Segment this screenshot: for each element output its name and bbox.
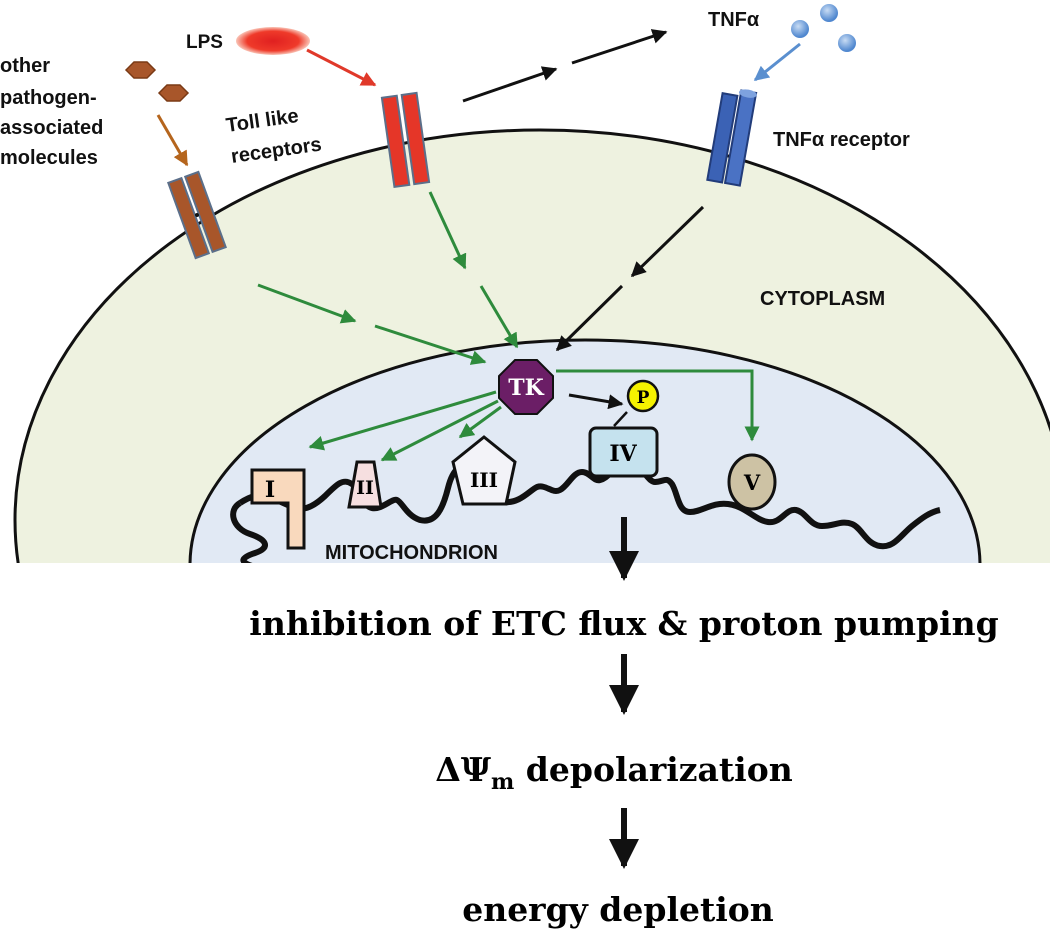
complex-i: I [250,468,306,550]
complex-ii: II [347,460,383,509]
toll-like-receptors-label-1: Toll like [225,105,300,137]
tnf-receptor [706,89,758,187]
pathogen-molecules [124,61,190,102]
complex-iv: IV [588,411,659,478]
tnf-alpha-label: TNFα [708,9,760,31]
lps-label: LPS [186,32,223,53]
toll-like-receptor-red [380,91,431,189]
tk-to-complexes-arrows [308,369,760,462]
cascade-step-2: ΔΨm depolarization [435,750,792,795]
delta-psi-symbol: ΔΨ [435,750,491,789]
mitochondrion-outer-membrane [188,338,982,563]
other-molecules-label-2: pathogen- [0,87,97,109]
lps-ligand [236,27,310,55]
tk-label: TK [508,375,544,401]
tnf-alpha-ligands [791,4,856,52]
complex-ii-label: II [356,477,374,499]
complex-v-label: V [743,470,761,495]
phosphate-label: P [637,388,650,408]
complex-v: V [727,453,777,511]
complex-iv-label: IV [609,441,637,467]
signal-arrows-to-tk [257,191,705,365]
tnf-receptor-label: TNFα receptor [773,129,910,151]
other-molecules-label-4: molecules [0,147,98,169]
pathogen-to-receptor-arrow [156,114,189,167]
delta-psi-subscript: m [491,769,514,795]
cascade-step-3: energy depletion [462,890,774,929]
complex-iii: III [451,435,517,506]
cytoplasm-label: CYTOPLASM [760,288,885,310]
mitochondrion-inner-membrane-left [230,500,268,563]
tnf-to-receptor-arrow [753,42,801,82]
phosphate-group: P [626,379,660,413]
toll-like-receptor-brown [167,170,227,260]
lps-to-receptor-arrow [306,48,377,87]
cascade-step-1: inhibition of ETC flux & proton pumping [249,604,998,643]
complex-iii-label: III [470,468,498,492]
depolarization-text: depolarization [514,750,792,789]
complex-i-label: I [265,477,275,503]
mitochondrion-label: MITOCHONDRION [325,542,498,564]
toll-like-receptors-label-2: receptors [230,133,323,167]
other-molecules-label-1: other [0,55,50,77]
other-molecules-label-3: associated [0,117,103,139]
tyrosine-kinase-node: TK [498,359,554,415]
tnf-secretion-arrow [462,29,668,103]
